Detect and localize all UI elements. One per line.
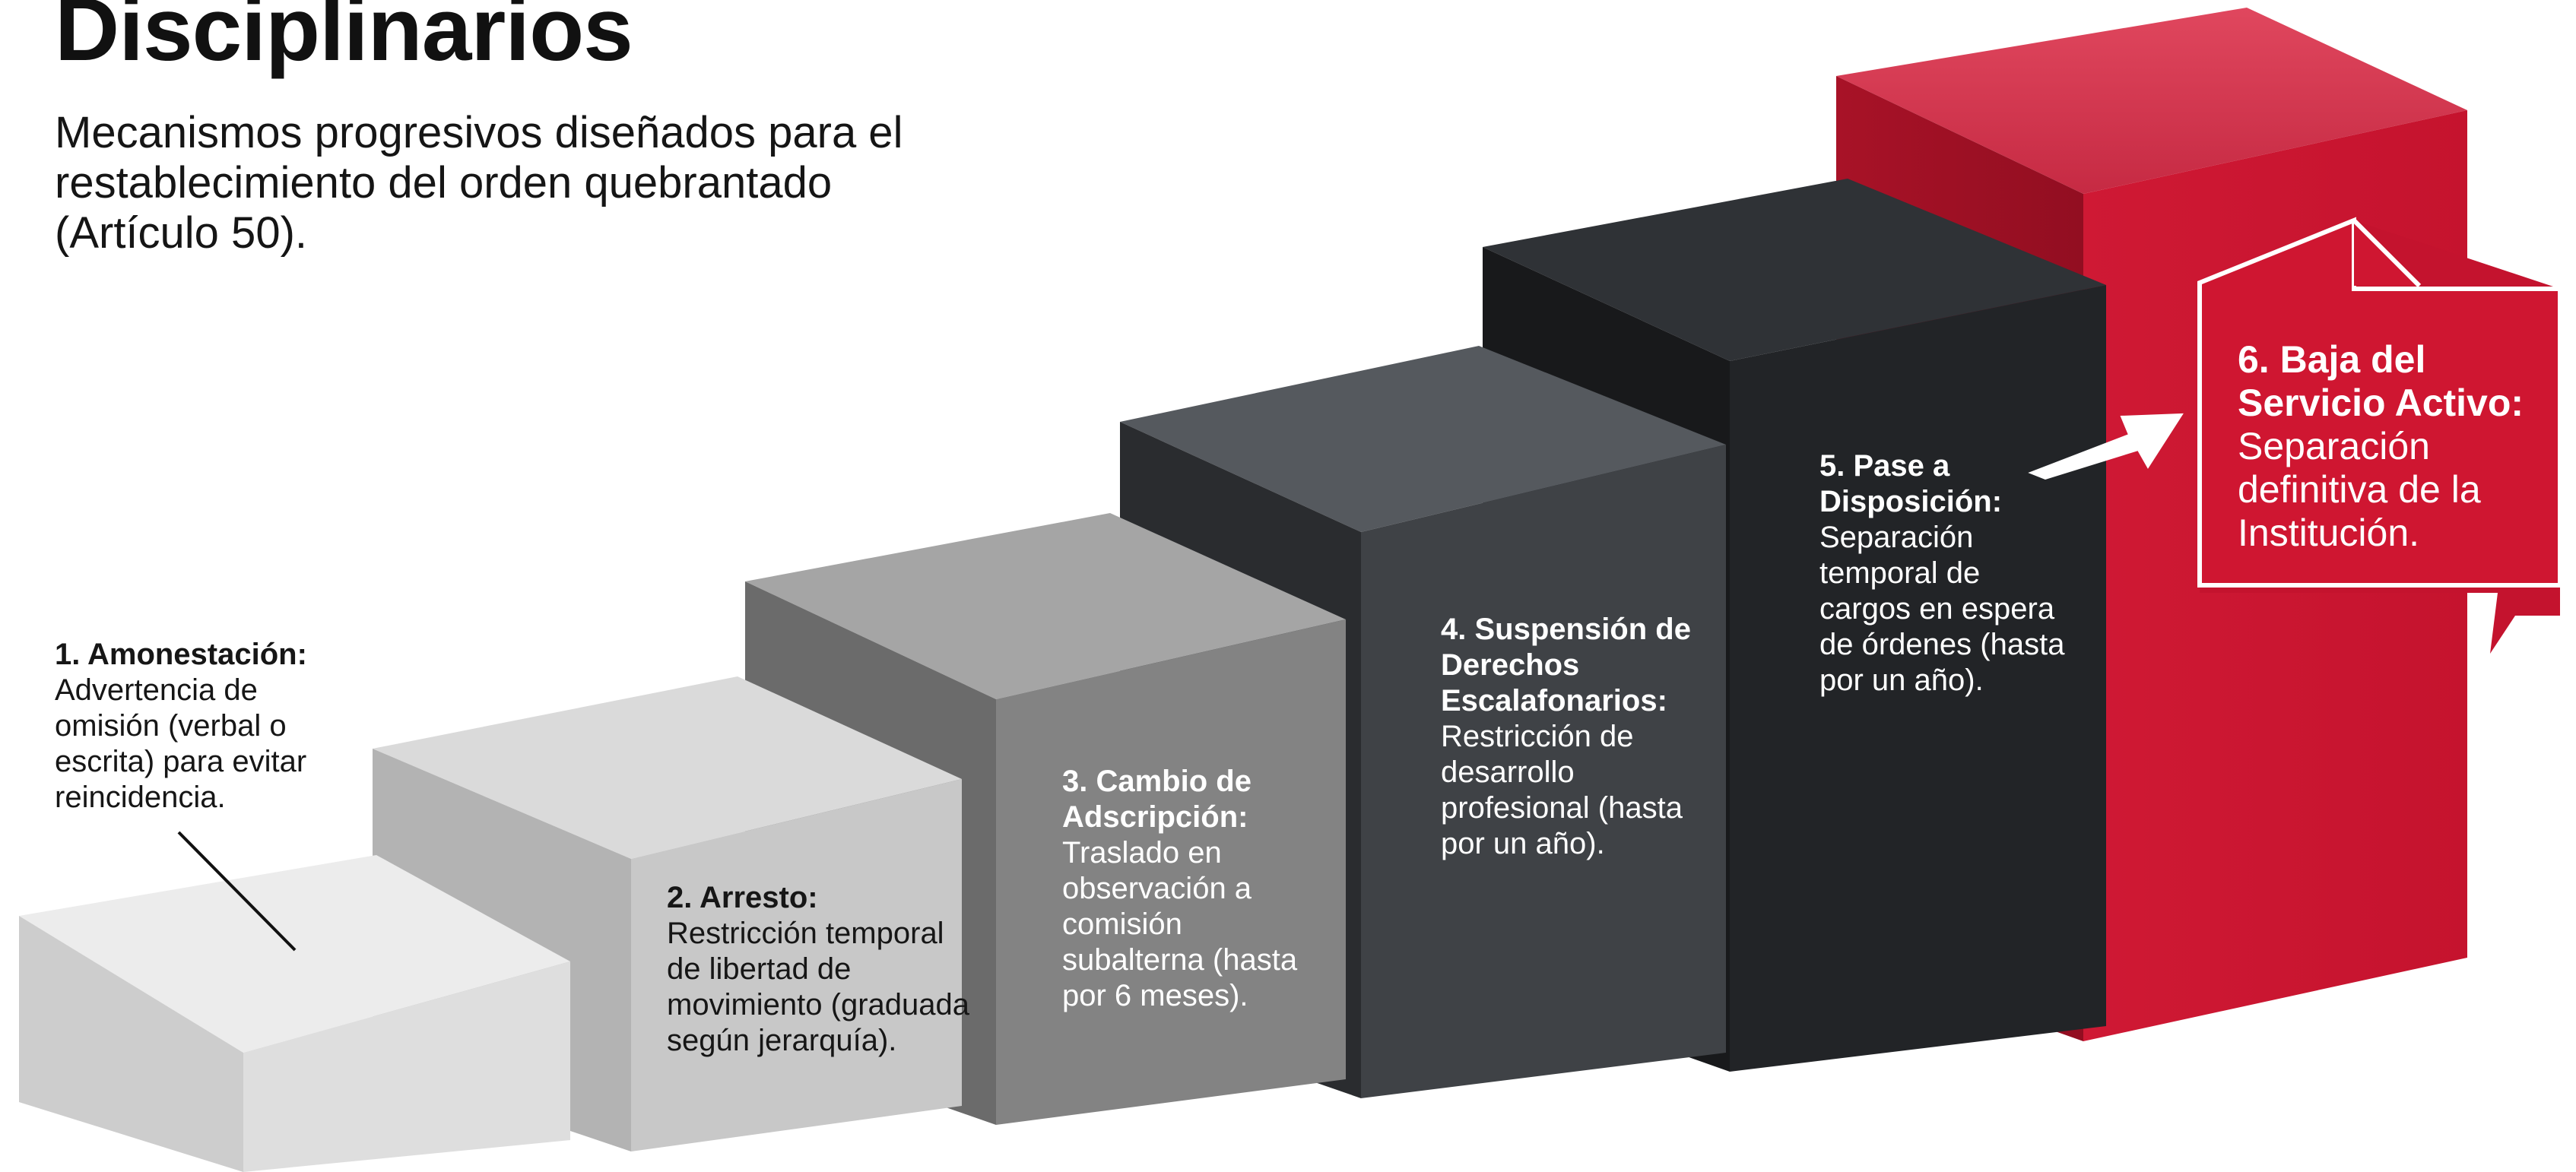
- step-6-label: 6. Baja del Servicio Activo: Separación …: [2238, 338, 2542, 555]
- step-2-title: 2. Arresto:: [667, 881, 818, 914]
- step-1-label: 1. Amonestación: Advertencia de omisión …: [55, 637, 344, 816]
- step-4-description: Restricción de desarrollo profesional (h…: [1441, 720, 1683, 860]
- step-4-label: 4. Suspensión de Derechos Escalafonarios…: [1441, 612, 1707, 862]
- step-4-title: 4. Suspensión de Derechos Escalafonarios…: [1441, 613, 1691, 717]
- page-title: Disciplinarios: [55, 0, 633, 80]
- step-1-leader-line: [177, 831, 297, 952]
- step-6-description: Separación definitiva de la Institución.: [2238, 425, 2481, 554]
- page-subtitle: Mecanismos progresivos diseñados para el…: [55, 108, 903, 258]
- step-6-title: 6. Baja del Servicio Activo:: [2238, 338, 2524, 424]
- step-6-callout: [2197, 217, 2562, 654]
- step-2-description: Restricción temporal de libertad de movi…: [667, 917, 969, 1057]
- step-3-title: 3. Cambio de Adscripción:: [1062, 765, 1252, 834]
- step-1-description: Advertencia de omisión (verbal o escrita…: [55, 673, 307, 814]
- step-3-description: Traslado en observación a comisión subal…: [1062, 836, 1298, 1012]
- step-2-label: 2. Arresto: Restricción temporal de libe…: [667, 880, 971, 1059]
- step-5-title: 5. Pase a Disposición:: [1819, 449, 2003, 518]
- step-1-title: 1. Amonestación:: [55, 638, 307, 671]
- step-5-label: 5. Pase a Disposición: Separación tempor…: [1819, 448, 2074, 698]
- arrow-icon: [2028, 413, 2184, 480]
- step-5-description: Separación temporal de cargos en espera …: [1819, 521, 2065, 697]
- step-3-label: 3. Cambio de Adscripción: Traslado en ob…: [1062, 764, 1324, 1014]
- step-1-block: [19, 855, 570, 1172]
